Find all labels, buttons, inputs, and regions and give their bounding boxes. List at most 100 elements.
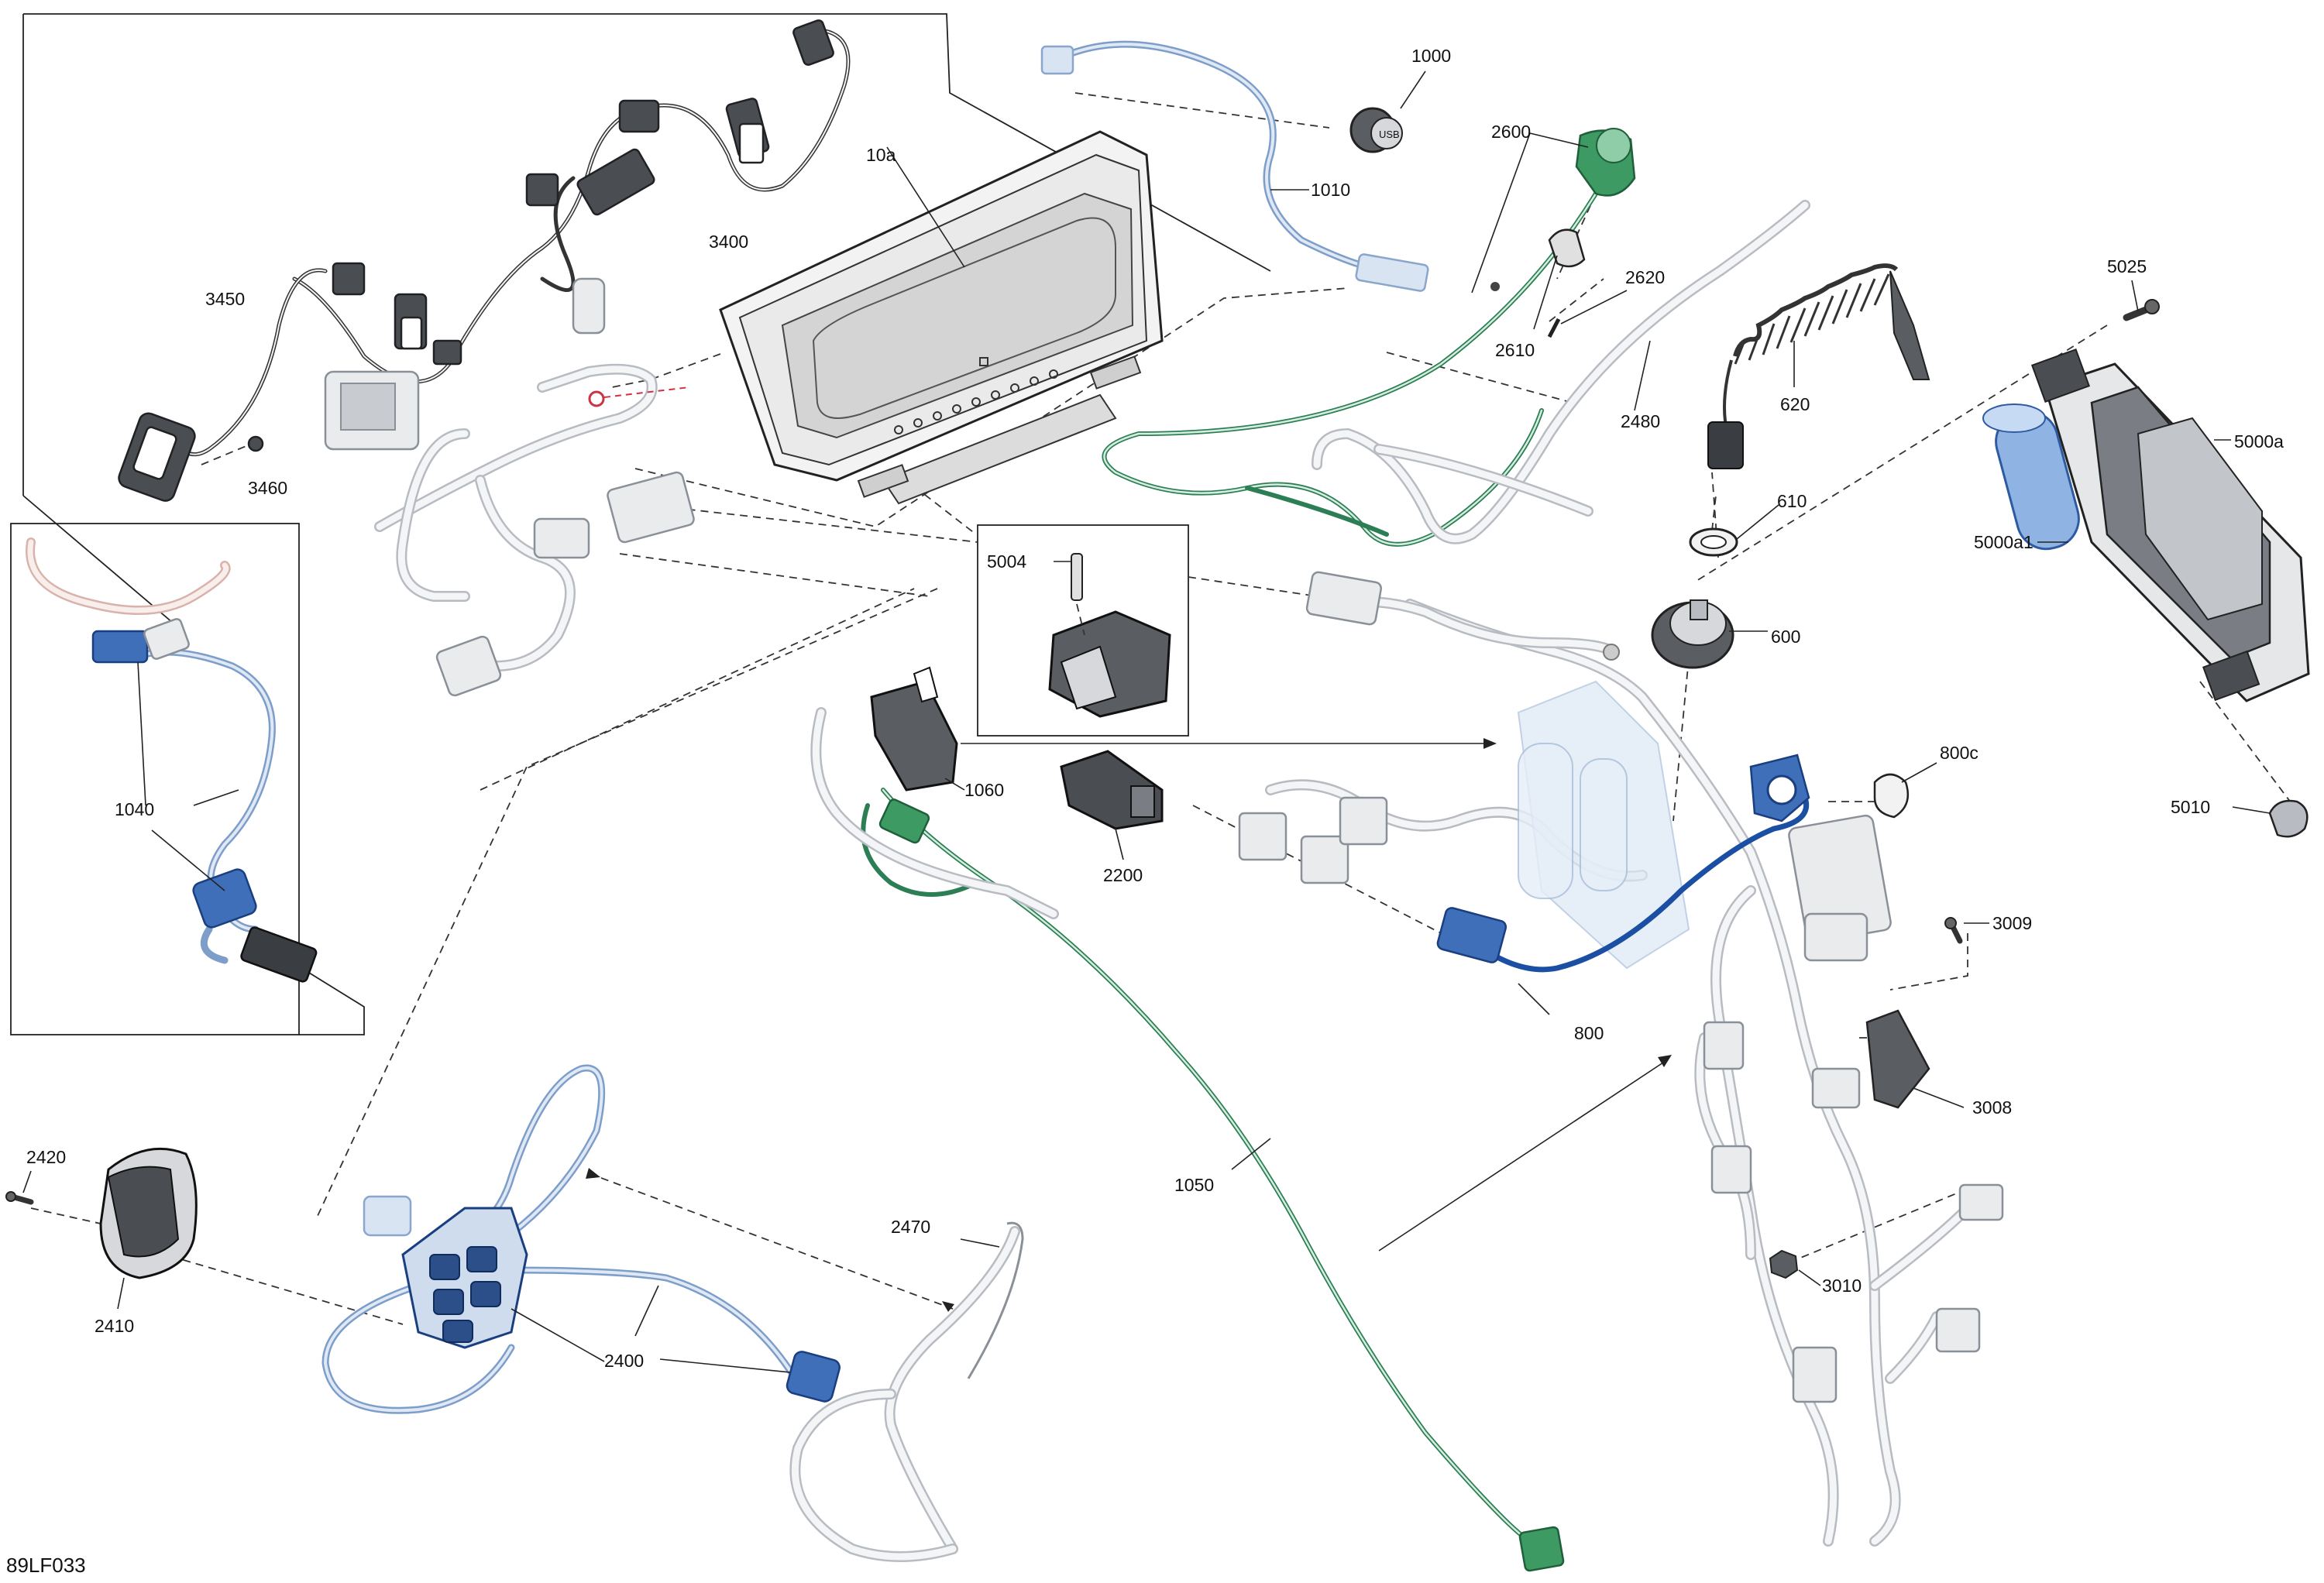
harness-connector-block-b: [1803, 912, 1868, 962]
dash-10a-bottom: [634, 287, 1349, 527]
arrow-head-2470-top: [586, 1168, 600, 1179]
arrow-1050-harness: [1378, 1060, 1666, 1252]
connector-1040-mid: [192, 868, 257, 929]
dash-harness-2480: [1386, 352, 1573, 403]
label-10a: 10a: [866, 145, 896, 165]
pin-5004: [1071, 553, 1083, 601]
label-600: 600: [1771, 627, 1800, 647]
connector-1040-top-b: [143, 618, 190, 660]
harness-main-branch-c-inner: [1886, 1313, 1941, 1382]
arrow-head-1050: [1658, 1055, 1672, 1067]
label-5000a1: 5000a1: [1974, 532, 2033, 552]
antenna-2600-head: [1596, 128, 1631, 163]
leader-1000: [1400, 70, 1426, 109]
switch-block-3450-face: [132, 426, 177, 480]
guide-2470: [884, 1226, 1020, 1554]
leader-2420: [22, 1170, 32, 1193]
connector-1050-top: [878, 798, 930, 844]
label-2200: 2200: [1103, 865, 1143, 885]
label-2480: 2480: [1621, 411, 1660, 431]
dash-3460: [201, 445, 249, 465]
connector-upper-gray-a-face: [340, 383, 396, 431]
leader-1040-b: [193, 789, 239, 806]
label-1050: 1050: [1174, 1175, 1214, 1195]
nut-3010: [1769, 1249, 1799, 1279]
inset-frame-5004: [977, 524, 1189, 737]
label-3400: 3400: [709, 232, 748, 252]
wire-3450-branch: [540, 176, 576, 293]
leader-800: [1518, 983, 1550, 1015]
wire-3400-branch: [292, 106, 645, 384]
leader-1040-a: [137, 661, 146, 806]
leader-3010: [1798, 1269, 1821, 1286]
dash-5004-pin: [1076, 603, 1085, 636]
lanyard-620-coil-lines: [1734, 273, 1890, 365]
leader-5010: [2232, 806, 2271, 814]
harness-connector-left-2: [1710, 1145, 1752, 1194]
dash-5004-harness: [1188, 576, 1318, 597]
wire-1050-branch-gray-inner: [812, 709, 1057, 918]
label-5010: 5010: [2171, 797, 2210, 817]
label-3010: 3010: [1822, 1276, 1862, 1296]
dash-3009: [1889, 933, 1968, 991]
relay-marker-dash: [603, 386, 690, 398]
label-2400: 2400: [604, 1351, 644, 1371]
dash-2470-2400: [588, 1173, 954, 1310]
connector-1010-top: [1040, 45, 1074, 75]
wire-2480-inner: [1313, 201, 1809, 543]
leader-2400-c: [634, 1285, 659, 1337]
harness-connector-2200-a: [1238, 812, 1287, 861]
label-1010: 1010: [1311, 180, 1350, 200]
leader-2600: [1529, 132, 1589, 148]
harness-connector-left-1: [1703, 1021, 1745, 1070]
connector-upper-gray-b: [607, 471, 695, 544]
steering-column-ghost-cyl: [1518, 743, 1573, 899]
usb-socket-1000-face: [1370, 117, 1403, 149]
label-610: 610: [1777, 491, 1807, 511]
dash-3010: [1789, 1188, 1968, 1263]
bolt-5025-head: [2144, 299, 2160, 314]
switch-1060-body: [870, 680, 958, 792]
wire-2400-outer-inner: [323, 1284, 513, 1413]
switch-2400-btn-2: [466, 1246, 497, 1272]
relay-marker: [588, 390, 605, 407]
leader-610: [1736, 504, 1779, 540]
display-10a-foot-right: [1089, 355, 1142, 390]
leader-5025: [2131, 280, 2139, 312]
arrow-head-1060: [1483, 738, 1497, 749]
connector-3450-c: [400, 316, 423, 350]
leader-2200: [1115, 828, 1124, 860]
harness-connector-2200-b: [1300, 835, 1349, 884]
connector-800: [1436, 907, 1508, 963]
harness-main-trunk-inner: [1406, 600, 1899, 1545]
harness-connector-bottom-3: [1958, 1183, 2004, 1221]
relay-5004-face: [1060, 645, 1117, 710]
leader-1060: [944, 778, 965, 791]
harness-main-left-inner: [1712, 887, 1838, 1545]
label-1060: 1060: [964, 780, 1004, 800]
connector-2400-end: [786, 1351, 841, 1403]
leader-2610: [1533, 255, 1558, 330]
label-5004: 5004: [987, 551, 1026, 572]
connector-upper-gray-e: [572, 277, 606, 335]
connector-upper-gray-c: [533, 517, 590, 559]
harness-connector-left-3: [1811, 1067, 1861, 1109]
harness-upper-gray-down-inner: [476, 476, 574, 670]
cap-800c: [1873, 773, 1910, 819]
connector-upper-gray-d: [435, 635, 502, 697]
leader-3008: [1913, 1087, 1965, 1108]
wire-2400-lead-inner: [510, 1269, 792, 1372]
ecm-5000a-face: [2137, 417, 2263, 621]
leader-2410: [117, 1277, 125, 1310]
screw-2620-b: [1490, 282, 1500, 291]
connector-3400-bracket: [576, 148, 655, 216]
screw-2620: [1547, 318, 1561, 338]
screw-3009-head: [1944, 917, 1957, 929]
wire-1050: [881, 788, 1544, 1551]
label-3450: 3450: [205, 289, 245, 309]
wire-2480-tail-inner: [1375, 445, 1592, 515]
connector-3400-mid-b: [738, 122, 765, 164]
label-2410: 2410: [95, 1316, 134, 1336]
switch-2400-housing: [401, 1207, 528, 1349]
switch-800c-ring: [1766, 774, 1797, 805]
